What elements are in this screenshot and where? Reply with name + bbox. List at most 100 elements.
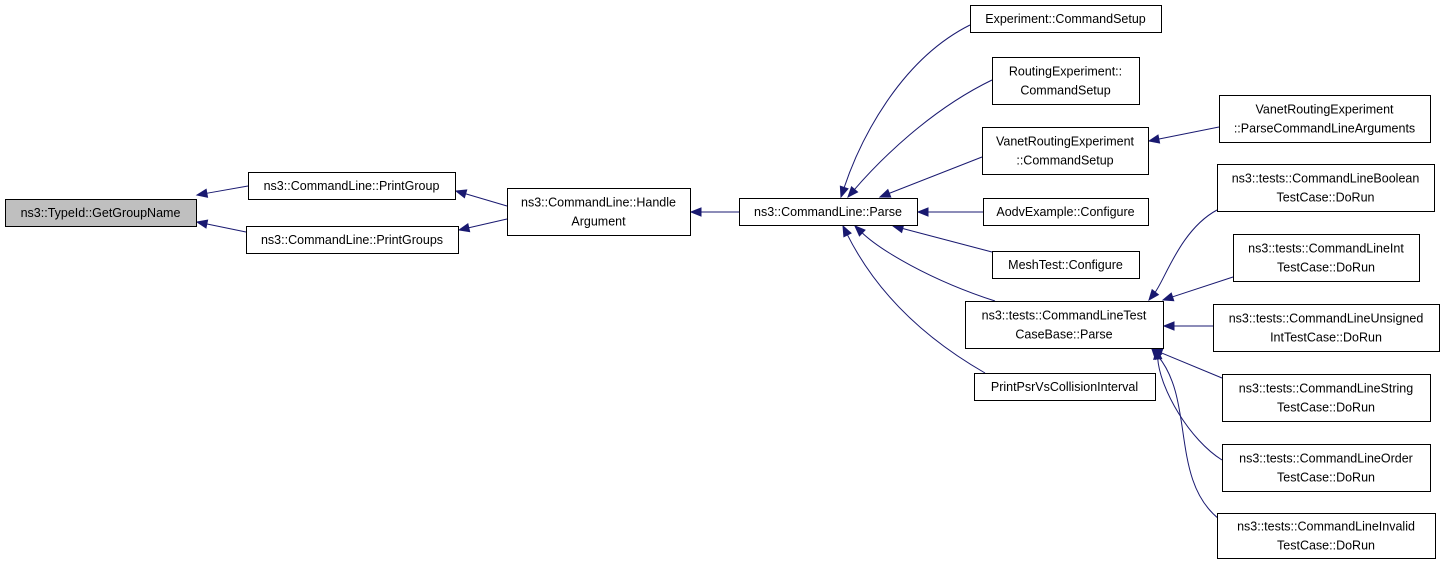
node-label: TestCase::DoRun: [1277, 191, 1375, 205]
node-label: CaseBase::Parse: [1015, 328, 1112, 342]
node-box: [507, 188, 691, 236]
edge-invalid_dorun-to-testcasebase_parse: [1151, 347, 1220, 520]
edge-testcasebase_parse-to-parse: [854, 225, 996, 302]
node-box: [1217, 513, 1436, 559]
node-label: TestCase::DoRun: [1277, 401, 1375, 415]
node-label: ns3::tests::CommandLineInt: [1248, 242, 1404, 256]
node-label: PrintPsrVsCollisionInterval: [991, 380, 1138, 394]
node-box: [970, 5, 1162, 33]
node-box: [246, 226, 459, 254]
edge-printgroups-to-typeid_getgroupname: [195, 219, 247, 233]
node-box: [974, 373, 1156, 401]
node-label: IntTestCase::DoRun: [1270, 331, 1382, 345]
node-order-dorun[interactable]: ns3::tests::CommandLineOrderTestCase::Do…: [1222, 444, 1431, 492]
node-invalid-dorun[interactable]: ns3::tests::CommandLineInvalidTestCase::…: [1217, 513, 1436, 559]
edge-line: [1157, 357, 1223, 461]
node-aodvexample-configure[interactable]: AodvExample::Configure: [983, 198, 1149, 226]
node-box: [982, 127, 1149, 175]
node-label: ns3::CommandLine::Handle: [521, 196, 676, 210]
node-label: TestCase::DoRun: [1277, 539, 1375, 553]
node-label: AodvExample::Configure: [996, 205, 1134, 219]
edge-line: [467, 218, 508, 229]
node-label: MeshTest::Configure: [1008, 258, 1123, 272]
node-label: ns3::tests::CommandLineString: [1239, 382, 1413, 396]
node-label: RoutingExperiment::: [1009, 65, 1122, 79]
node-box: [739, 198, 918, 226]
edge-line: [1154, 209, 1218, 294]
arrowhead-icon: [689, 207, 702, 217]
arrowhead-icon: [916, 207, 929, 217]
arrowhead-icon: [842, 224, 852, 238]
edge-aodvexample_configure-to-parse: [916, 207, 983, 217]
node-box: [983, 198, 1149, 226]
node-printpsr[interactable]: PrintPsrVsCollisionInterval: [974, 373, 1156, 401]
node-box: [1222, 374, 1431, 422]
node-label: VanetRoutingExperiment: [996, 135, 1135, 149]
node-label: ns3::CommandLine::Parse: [754, 205, 902, 219]
arrowhead-icon: [195, 188, 209, 198]
node-box: [1233, 234, 1420, 282]
node-label: ns3::CommandLine::PrintGroup: [264, 179, 440, 193]
node-box: [5, 199, 197, 227]
node-label: ns3::tests::CommandLineTest: [982, 309, 1147, 323]
node-label: ::CommandSetup: [1016, 154, 1113, 168]
edge-vanet_commandsetup-to-parse: [878, 156, 983, 198]
edge-line: [205, 223, 247, 233]
edge-line: [853, 79, 993, 191]
arrowhead-icon: [195, 219, 209, 229]
edge-line: [1160, 351, 1223, 379]
edge-unsigned_dorun-to-testcasebase_parse: [1162, 321, 1213, 331]
node-box: [1213, 304, 1440, 352]
node-vanet-commandsetup[interactable]: VanetRoutingExperiment::CommandSetup: [982, 127, 1149, 175]
node-printgroup[interactable]: ns3::CommandLine::PrintGroup: [248, 172, 456, 200]
arrowhead-icon: [1147, 134, 1161, 144]
node-box: [1219, 95, 1431, 143]
node-boolean-dorun[interactable]: ns3::tests::CommandLineBooleanTestCase::…: [1217, 164, 1435, 212]
node-label: ns3::tests::CommandLineOrder: [1239, 452, 1413, 466]
node-label: ns3::tests::CommandLineBoolean: [1232, 172, 1420, 186]
edges-layer: [195, 24, 1234, 520]
node-label: ns3::tests::CommandLineInvalid: [1237, 520, 1415, 534]
node-label: Argument: [571, 215, 626, 229]
node-box: [248, 172, 456, 200]
edge-line: [846, 233, 986, 374]
edge-line: [205, 185, 249, 194]
node-string-dorun[interactable]: ns3::tests::CommandLineStringTestCase::D…: [1222, 374, 1431, 422]
node-box: [1217, 164, 1435, 212]
arrowhead-icon: [454, 189, 468, 199]
node-label: Experiment::CommandSetup: [985, 12, 1146, 26]
edge-boolean_dorun-to-testcasebase_parse: [1148, 209, 1218, 302]
edge-handleargument-to-printgroup: [454, 189, 508, 207]
node-unsigned-dorun[interactable]: ns3::tests::CommandLineUnsignedIntTestCa…: [1213, 304, 1440, 352]
node-meshtest-configure[interactable]: MeshTest::Configure: [992, 251, 1140, 279]
node-label: VanetRoutingExperiment: [1255, 103, 1394, 117]
edge-handleargument-to-printgroups: [457, 218, 508, 233]
edge-printgroup-to-typeid_getgroupname: [195, 185, 249, 198]
node-label: ns3::CommandLine::PrintGroups: [261, 233, 443, 247]
node-parse[interactable]: ns3::CommandLine::Parse: [739, 198, 918, 226]
edge-line: [861, 231, 996, 302]
edge-printpsr-to-parse: [842, 224, 986, 374]
edge-int_dorun-to-testcasebase_parse: [1161, 276, 1234, 302]
node-experiment-commandsetup[interactable]: Experiment::CommandSetup: [970, 5, 1162, 33]
node-label: ns3::TypeId::GetGroupName: [21, 206, 181, 220]
node-box: [992, 251, 1140, 279]
node-printgroups[interactable]: ns3::CommandLine::PrintGroups: [246, 226, 459, 254]
edge-line: [1157, 126, 1220, 140]
node-int-dorun[interactable]: ns3::tests::CommandLineIntTestCase::DoRu…: [1233, 234, 1420, 282]
node-routingexperiment-commandsetup[interactable]: RoutingExperiment::CommandSetup: [992, 57, 1140, 105]
edge-line: [1157, 355, 1220, 520]
edge-order_dorun-to-testcasebase_parse: [1153, 347, 1223, 461]
node-box: [1222, 444, 1431, 492]
arrowhead-icon: [1162, 321, 1175, 331]
edge-routingexperiment_commandsetup-to-parse: [847, 79, 993, 199]
node-testcasebase-parse[interactable]: ns3::tests::CommandLineTestCaseBase::Par…: [965, 301, 1164, 349]
node-typeid-getgroupname: ns3::TypeId::GetGroupName: [5, 199, 197, 227]
node-vanet-parseargs[interactable]: VanetRoutingExperiment::ParseCommandLine…: [1219, 95, 1431, 143]
node-label: CommandSetup: [1020, 84, 1110, 98]
edge-experiment_commandsetup-to-parse: [839, 24, 971, 199]
edge-line: [843, 24, 971, 189]
edge-line: [901, 227, 993, 253]
